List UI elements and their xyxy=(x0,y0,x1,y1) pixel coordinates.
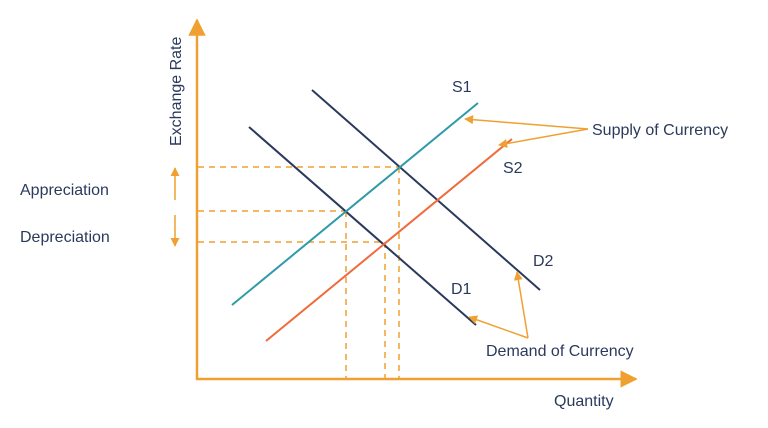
x-axis-label: Quantity xyxy=(554,393,614,410)
dashed-guides xyxy=(198,166,400,379)
label-d1: D1 xyxy=(451,281,472,298)
supply-arrow-s1 xyxy=(464,115,589,130)
label-d2: D2 xyxy=(533,253,554,270)
depreciation-label: Depreciation xyxy=(20,229,110,246)
y-axis-label: Exchange Rate xyxy=(168,36,185,146)
demand-curve-d1 xyxy=(248,126,477,326)
demand-of-currency-label: Demand of Currency xyxy=(486,343,634,360)
demand-arrow-d2 xyxy=(513,271,529,339)
supply-of-currency-label: Supply of Currency xyxy=(592,122,728,139)
supply-arrow-s2 xyxy=(498,128,589,148)
label-s2: S2 xyxy=(503,160,523,177)
supply-curve-s1 xyxy=(231,102,479,306)
supply-curve-s2 xyxy=(265,138,513,342)
label-s1: S1 xyxy=(452,79,472,96)
appreciation-label: Appreciation xyxy=(20,182,109,199)
demand-arrow-d1 xyxy=(468,315,529,339)
demand-curve-d2 xyxy=(311,89,541,291)
